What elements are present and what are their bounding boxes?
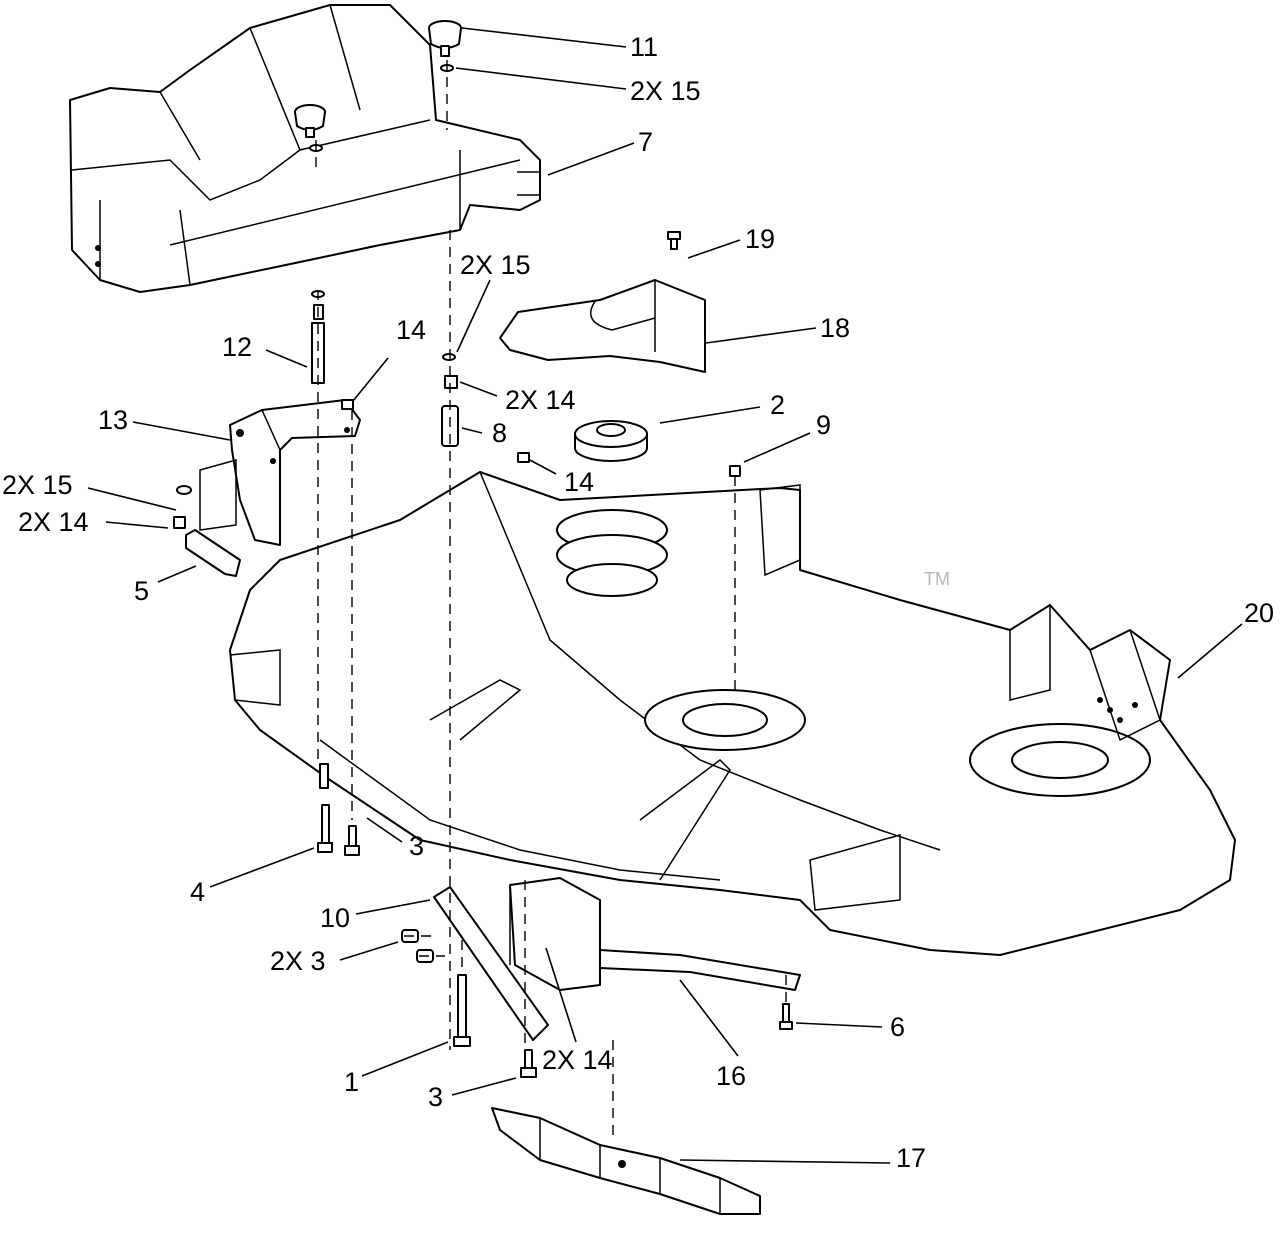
callout-3-a: 3: [409, 831, 424, 861]
callout-14-a: 14: [396, 315, 426, 345]
callout-19: 19: [745, 224, 775, 254]
assembly-axes: [315, 60, 787, 1140]
callout-4: 4: [190, 877, 205, 907]
leader-lines: [87, 27, 1243, 1164]
callout-18: 18: [820, 313, 850, 343]
callout-6: 6: [890, 1012, 905, 1042]
callout-2x15-a: 2X 15: [630, 76, 701, 106]
callout-2x14-b: 2X 14: [18, 507, 89, 537]
callout-3-b: 3: [428, 1082, 443, 1112]
callout-2x14-c: 2X 14: [542, 1045, 613, 1075]
callout-2x15-c: 2X 15: [2, 470, 73, 500]
blade-part: [491, 1107, 761, 1215]
callout-16: 16: [716, 1061, 746, 1091]
callout-2x15-b: 2X 15: [460, 250, 531, 280]
callout-13: 13: [98, 405, 128, 435]
watermark-trademark: TM: [924, 569, 950, 589]
callout-5: 5: [134, 576, 149, 606]
blade-bracket-part: [433, 877, 601, 1041]
callout-14-b: 14: [564, 467, 594, 497]
callout-9: 9: [816, 410, 831, 440]
screw-part: [667, 231, 681, 250]
callout-12: 12: [222, 332, 252, 362]
idler-pulley-part: [574, 420, 648, 462]
callout-1: 1: [344, 1067, 359, 1097]
belt-cover-part: [69, 4, 541, 293]
callout-10: 10: [320, 903, 350, 933]
callout-20: 20: [1244, 598, 1274, 628]
callout-17: 17: [896, 1143, 926, 1173]
bolt-part: [317, 763, 793, 1078]
callout-2x3: 2X 3: [270, 946, 326, 976]
callout-11: 11: [630, 32, 658, 62]
bracket-part: [199, 399, 361, 546]
knob-part: [294, 20, 462, 138]
callout-8: 8: [492, 418, 507, 448]
belt-guard-part: [499, 279, 706, 373]
callout-2x14-a: 2X 14: [505, 385, 576, 415]
callout-labels: 11 2X 15 7 19 2X 15 18 12 14 2X 14 2 13 …: [2, 32, 1274, 1173]
nut-small-part: [729, 465, 741, 477]
callout-2: 2: [770, 390, 785, 420]
mower-deck-part: [229, 471, 1236, 956]
arm-part: [185, 529, 241, 577]
callout-7: 7: [638, 127, 653, 157]
